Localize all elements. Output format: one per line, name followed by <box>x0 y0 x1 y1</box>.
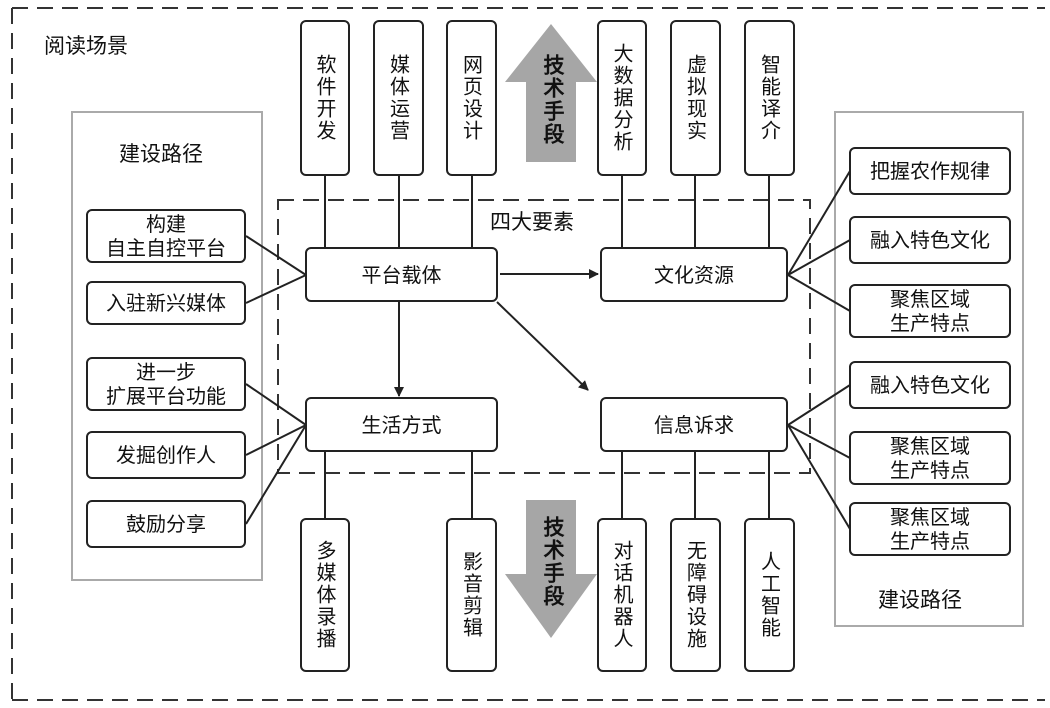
right-path-box: 融入特色文化 <box>849 216 1011 264</box>
outer-frame <box>11 7 1045 701</box>
tech-bottom-text: 无障碍设施 <box>683 540 708 650</box>
node-life: 生活方式 <box>305 397 498 452</box>
tech-top-box: 智能译介 <box>744 20 795 176</box>
left-path-box: 入驻新兴媒体 <box>86 281 246 325</box>
node-culture: 文化资源 <box>600 247 788 302</box>
tech-top-box: 媒体运营 <box>373 20 424 176</box>
left-group-frame <box>71 111 263 581</box>
connector-left-4 <box>245 424 307 456</box>
tech-top-text: 虚拟现实 <box>683 54 708 142</box>
right-path-box: 聚焦区域 生产特点 <box>849 284 1011 338</box>
tech-arrow-down <box>505 500 597 638</box>
tech-bottom-text: 多媒体录播 <box>313 540 337 650</box>
tech-label-top: 技术手段 <box>541 54 565 146</box>
tech-bottom-box: 对话机器人 <box>597 518 647 672</box>
left-path-box: 进一步 扩展平台功能 <box>86 357 246 411</box>
connector-right-2 <box>787 239 851 276</box>
tech-bottom-box: 多媒体录播 <box>300 518 350 672</box>
node-platform: 平台载体 <box>305 247 498 302</box>
right-path-box: 聚焦区域 生产特点 <box>849 431 1011 485</box>
tech-top-text: 网页设计 <box>459 54 484 142</box>
node-info: 信息诉求 <box>600 397 788 452</box>
tech-bottom-text: 影音剪辑 <box>459 551 484 639</box>
connector-right-4 <box>787 384 851 426</box>
tech-bottom-box: 人工智能 <box>744 518 795 672</box>
right-path-box: 聚焦区域 生产特点 <box>849 502 1011 556</box>
tech-top-text: 媒体运营 <box>386 54 411 142</box>
left-path-box: 发掘创作人 <box>86 431 246 479</box>
tech-top-box: 软件开发 <box>300 20 350 176</box>
connector-right-1 <box>787 170 851 276</box>
tech-arrow-up <box>505 24 597 162</box>
tech-label-bottom: 技术手段 <box>541 516 565 608</box>
right-group-frame <box>834 111 1024 627</box>
left-group-title: 建设路径 <box>119 142 203 166</box>
connector-left-1 <box>245 235 307 276</box>
connector-right-6 <box>787 424 851 530</box>
tech-bottom-text: 人工智能 <box>757 551 782 639</box>
right-group-title: 建设路径 <box>878 588 962 612</box>
right-path-box: 把握农作规律 <box>849 147 1011 195</box>
center-frame <box>277 199 811 474</box>
tech-top-box: 网页设计 <box>446 20 497 176</box>
tech-top-box: 虚拟现实 <box>670 20 721 176</box>
connector-left-2 <box>245 274 307 304</box>
tech-top-text: 大数据分析 <box>610 43 634 153</box>
connector-right-3 <box>787 274 851 312</box>
page-title: 阅读场景 <box>44 34 128 58</box>
connector-right-5 <box>787 424 851 459</box>
connector-left-5 <box>245 424 307 525</box>
tech-top-text: 软件开发 <box>313 54 337 142</box>
right-path-box: 融入特色文化 <box>849 361 1011 409</box>
tech-bottom-box: 无障碍设施 <box>670 518 721 672</box>
left-path-box: 构建 自主自控平台 <box>86 209 246 263</box>
tech-bottom-box: 影音剪辑 <box>446 518 497 672</box>
tech-top-text: 智能译介 <box>757 54 782 142</box>
tech-top-box: 大数据分析 <box>597 20 647 176</box>
tech-bottom-text: 对话机器人 <box>610 540 634 650</box>
center-label: 四大要素 <box>484 206 580 236</box>
left-path-box: 鼓励分享 <box>86 500 246 548</box>
connector-left-3 <box>245 383 307 426</box>
arrow-platform-to-info <box>496 301 589 391</box>
